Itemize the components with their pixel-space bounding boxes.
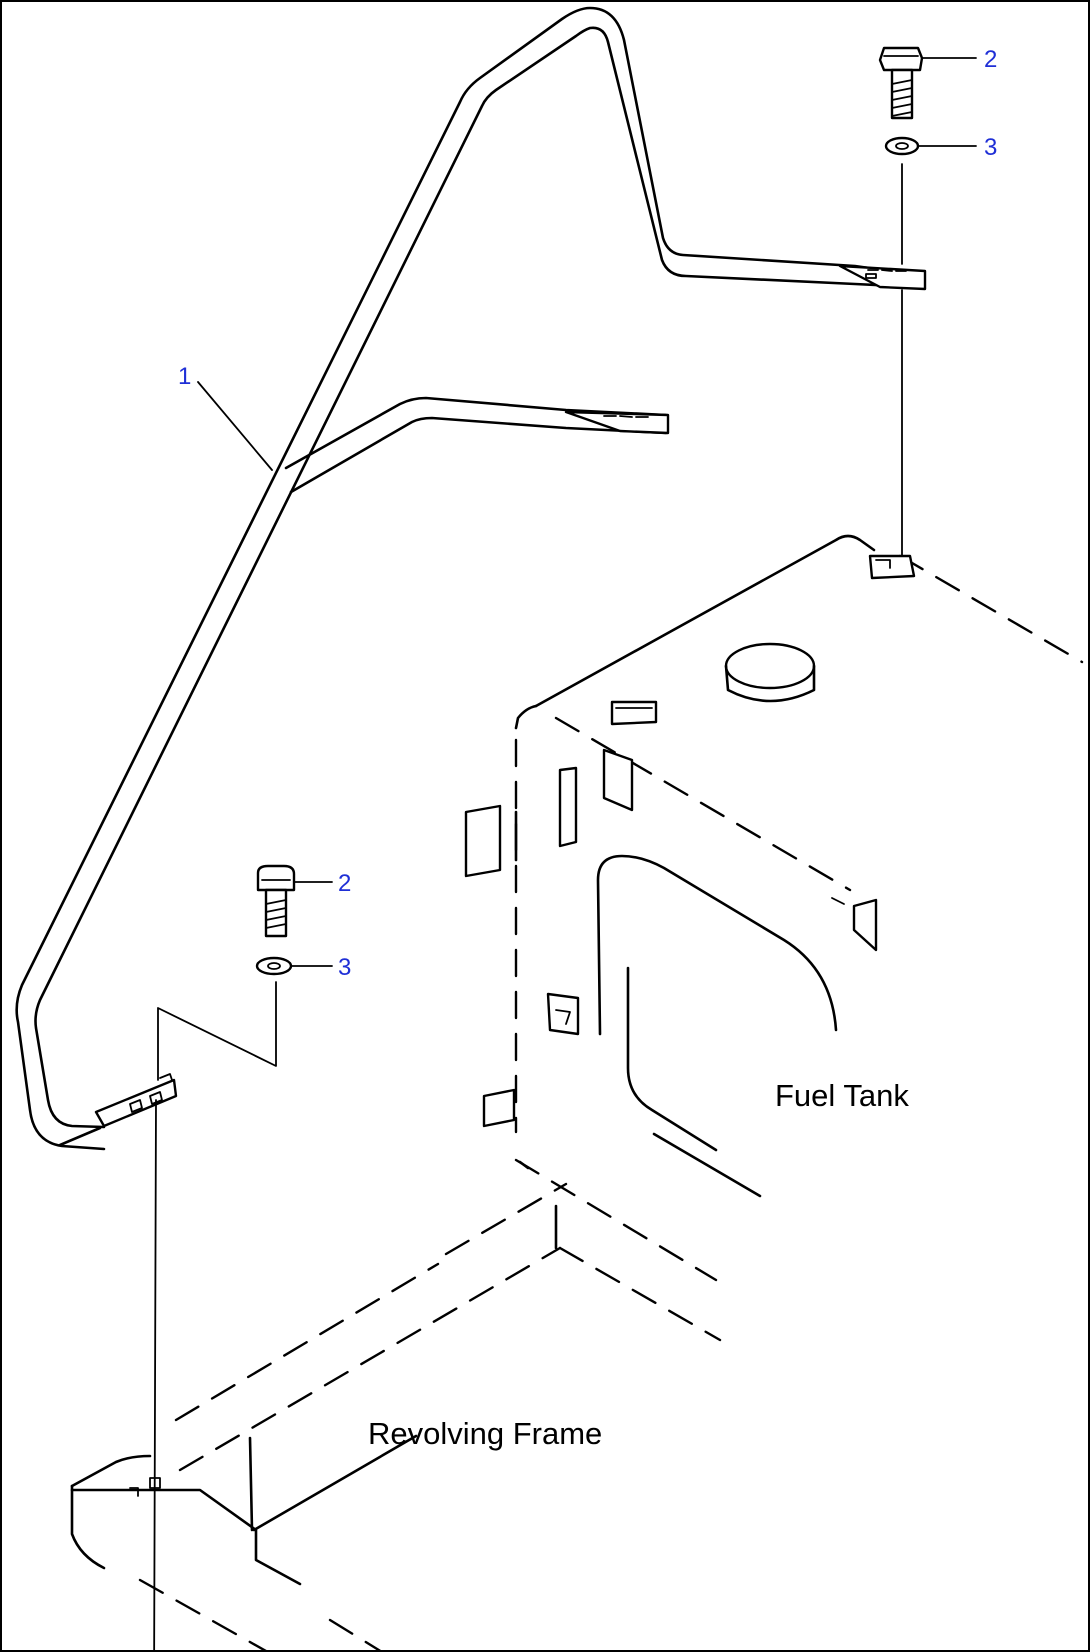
fuel-tank xyxy=(464,534,1084,1282)
leader-1 xyxy=(197,381,273,471)
handrail-part xyxy=(15,6,927,1151)
washer-bottom xyxy=(255,956,293,976)
handrail-tube-outer xyxy=(15,6,920,1151)
centerline-bottom xyxy=(153,981,277,1652)
revolving-frame xyxy=(70,1182,722,1652)
bolt-bottom xyxy=(256,864,296,938)
bolt-top xyxy=(878,46,924,120)
callout-3-washer-top: 3 xyxy=(984,134,997,161)
handrail-bracket-bottom xyxy=(94,1078,178,1128)
handrail-middle-stay xyxy=(284,396,668,470)
washer-top xyxy=(884,136,920,156)
fuel-tank-label: Fuel Tank xyxy=(775,1078,909,1113)
revolving-frame-label: Revolving Frame xyxy=(368,1416,602,1451)
fuel-tank-filler-cap xyxy=(724,642,816,690)
callout-3-washer-bottom: 3 xyxy=(338,954,351,981)
fuel-tank-panel xyxy=(596,854,838,1036)
callout-2-bolt-bottom: 2 xyxy=(338,870,351,897)
callout-1-handrail: 1 xyxy=(178,363,191,390)
handrail-tube-inner xyxy=(34,26,920,1129)
callout-2-bolt-top: 2 xyxy=(984,46,997,73)
